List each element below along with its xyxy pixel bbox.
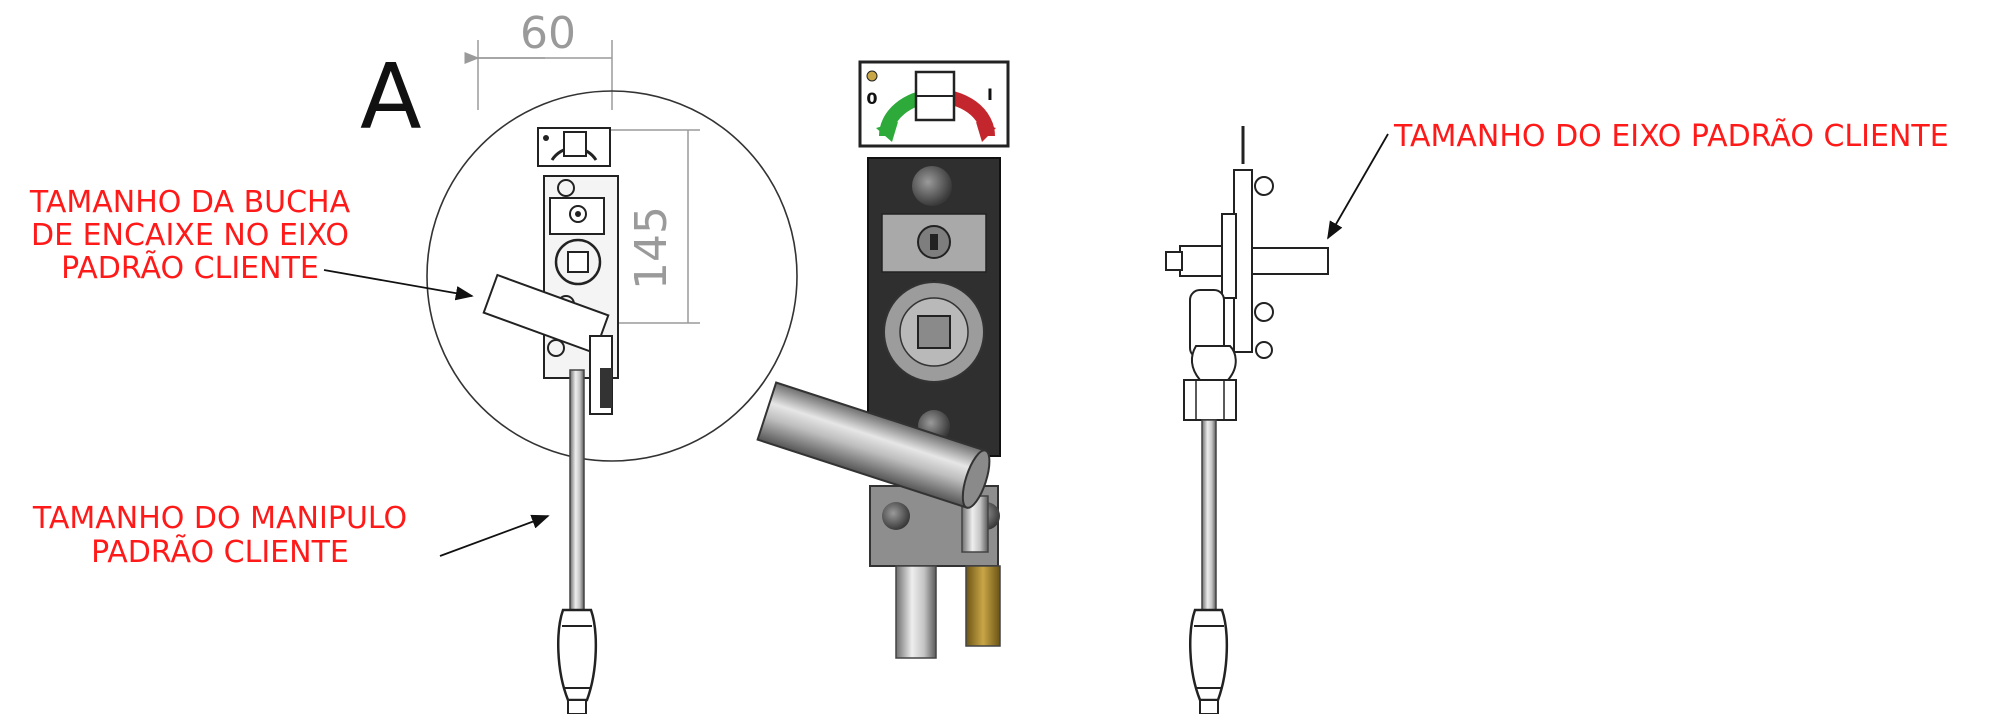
side-lever-grip bbox=[1189, 608, 1229, 702]
rotary-hub bbox=[554, 238, 602, 286]
lock-icon bbox=[569, 205, 587, 223]
annotation-bushing-line-2: DE ENCAIXE NO EIXO bbox=[31, 218, 349, 253]
screw-top bbox=[912, 166, 952, 206]
on-symbol: I bbox=[987, 85, 993, 104]
lever-rod bbox=[569, 369, 585, 611]
lever-grip bbox=[557, 608, 598, 702]
detail-circle bbox=[426, 90, 798, 462]
view-label: A bbox=[360, 45, 422, 150]
annotation-bushing-line-1: TAMANHO DA BUCHA bbox=[29, 185, 351, 220]
brass-fitting bbox=[965, 565, 1001, 647]
annotation-handle-line-1: TAMANHO DO MANIPULO bbox=[32, 501, 407, 536]
switch-label-large: 0 I bbox=[858, 60, 1010, 148]
annotation-shaft: TAMANHO DO EIXO PADRÃO CLIENTE bbox=[1327, 118, 1949, 240]
front-view-detail: A 60 145 bbox=[360, 8, 798, 714]
side-lever-rod bbox=[1201, 419, 1217, 611]
side-shaft bbox=[1251, 247, 1329, 275]
annotation-bushing-line-3: PADRÃO CLIENTE bbox=[61, 250, 319, 286]
dimension-width bbox=[464, 40, 613, 110]
annotation-shaft-text: TAMANHO DO EIXO PADRÃO CLIENTE bbox=[1393, 118, 1949, 154]
annotation-bushing: TAMANHO DA BUCHA DE ENCAIXE NO EIXO PADR… bbox=[29, 185, 474, 301]
dimension-height-label: 145 bbox=[626, 206, 677, 290]
bushing bbox=[482, 273, 610, 355]
switch-label-small bbox=[537, 127, 611, 167]
lever-tube bbox=[756, 381, 991, 509]
front-view-render: 0 I bbox=[756, 60, 1010, 659]
dimension-width-label: 60 bbox=[520, 8, 576, 59]
annotation-handle-line-2: PADRÃO CLIENTE bbox=[91, 534, 349, 570]
annotation-handle: TAMANHO DO MANIPULO PADRÃO CLIENTE bbox=[32, 501, 550, 570]
side-collar bbox=[1183, 379, 1237, 421]
off-symbol: 0 bbox=[866, 89, 877, 108]
side-view bbox=[1165, 126, 1329, 714]
shaft-stub bbox=[895, 565, 937, 659]
